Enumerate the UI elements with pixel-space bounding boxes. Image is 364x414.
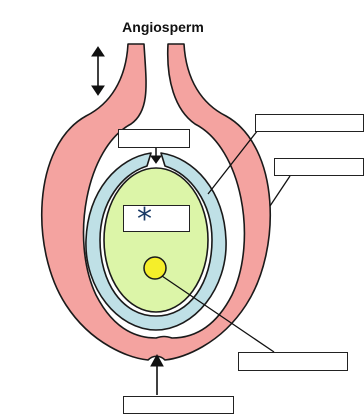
label-box-bottom-right[interactable] xyxy=(238,352,348,371)
embryo-sac xyxy=(104,168,208,312)
label-box-right-middle[interactable] xyxy=(274,158,364,176)
double-arrow-icon xyxy=(92,47,104,95)
down-arrow-icon xyxy=(151,148,161,163)
label-box-bottom-center[interactable] xyxy=(123,396,234,414)
label-box-center[interactable] xyxy=(123,205,190,232)
asterisk-marker: * xyxy=(137,205,152,235)
up-arrow-icon xyxy=(151,355,163,395)
label-box-top-left[interactable] xyxy=(118,129,190,148)
leader-line-outer-integument xyxy=(270,176,290,206)
label-box-right-upper[interactable] xyxy=(255,114,364,132)
